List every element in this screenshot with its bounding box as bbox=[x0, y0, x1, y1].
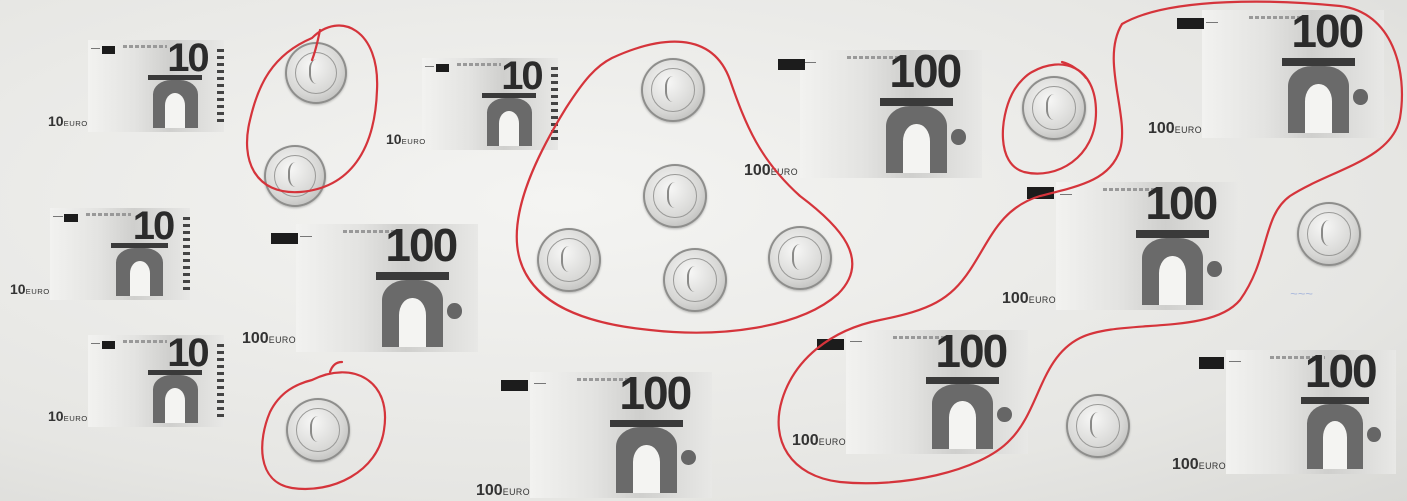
circle-one-coin-bottom bbox=[262, 362, 385, 489]
circle-five-coins bbox=[517, 42, 853, 333]
circle-large-notes bbox=[779, 2, 1402, 484]
circle-one-coin-top bbox=[1003, 62, 1096, 174]
circle-two-coins bbox=[247, 26, 377, 193]
